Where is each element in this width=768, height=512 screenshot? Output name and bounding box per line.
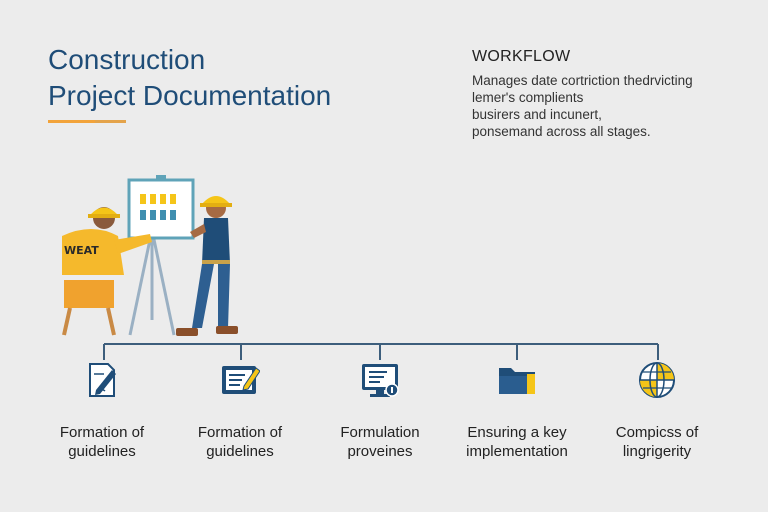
workflow-heading: WORKFLOW xyxy=(472,48,571,65)
planning-board xyxy=(127,175,195,240)
step-label-line1: Formation of xyxy=(197,424,283,441)
folder-icon xyxy=(499,368,535,394)
vest-text: WEAT xyxy=(64,244,99,257)
step-label-line1: Formulation xyxy=(340,424,420,441)
workflow-step-3: Formulation proveines xyxy=(305,360,455,461)
step-label-line1: Ensuring a key xyxy=(467,424,567,441)
workflow-step-5: Compicss of lingrigerity xyxy=(582,360,732,461)
step-label-line1: Formation of xyxy=(59,424,145,441)
tripod xyxy=(128,229,176,336)
step-label-line2: guidelines xyxy=(206,443,274,460)
pen-document-icon xyxy=(89,363,116,397)
workflow-line: ponsemand across all stages. xyxy=(472,124,651,139)
seated-worker xyxy=(62,207,152,336)
form-edit-icon xyxy=(222,366,261,394)
page-title: Construction Project Documentation xyxy=(48,42,331,114)
title-line-2: Project Documentation xyxy=(48,80,332,111)
step-label-line2: proveines xyxy=(347,443,413,460)
workflow-step-4: Ensuring a key implementation xyxy=(442,360,592,461)
workflow-line: lemer's complients xyxy=(472,90,584,105)
workflow-line: Manages date cortriction thedrvicting xyxy=(472,73,693,88)
title-line-1: Construction xyxy=(48,44,206,75)
step-label-line2: implementation xyxy=(466,443,568,460)
construction-workers-illustration: WEAT xyxy=(62,175,238,336)
monitor-document-icon xyxy=(362,364,399,397)
title-underline xyxy=(48,120,126,123)
step-label-line1: Compicss of xyxy=(615,424,699,441)
step-label-line2: guidelines xyxy=(68,443,136,460)
workflow-description: Manages date cortriction thedrvicting le… xyxy=(472,72,742,140)
workflow-line: busirers and incunert, xyxy=(472,107,602,122)
standing-worker xyxy=(176,196,238,336)
workflow-step-2: Formation of guidelines xyxy=(165,360,315,461)
step-label-line2: lingrigerity xyxy=(622,443,692,460)
workflow-step-1: Formation of guidelines xyxy=(27,360,177,461)
globe-icon xyxy=(639,362,675,398)
